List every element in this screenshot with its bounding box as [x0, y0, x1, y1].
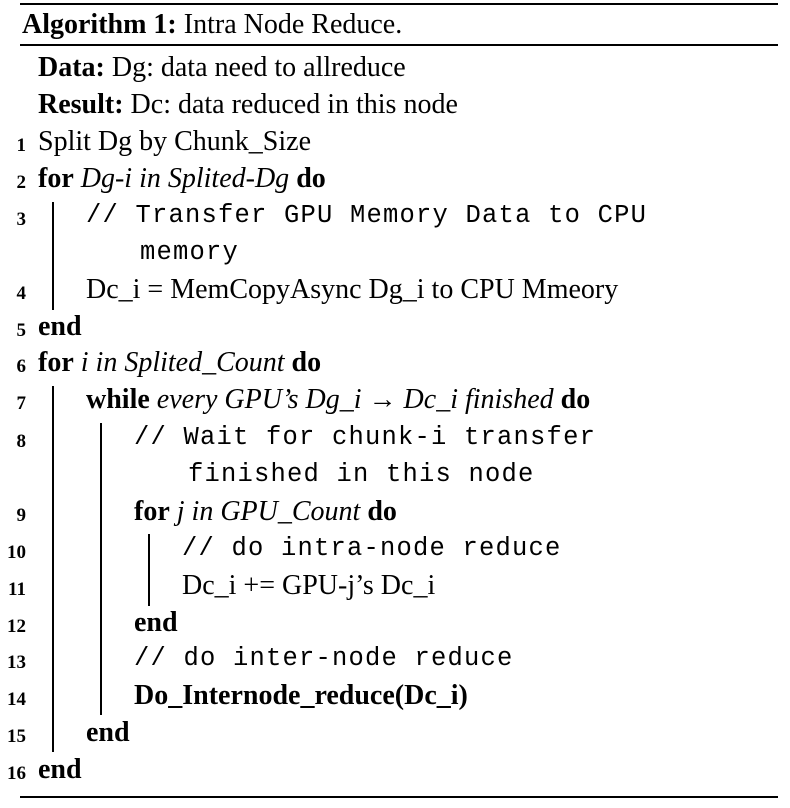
line-11: Dc_i += GPU-j’s Dc_i	[182, 569, 435, 603]
data-label: Data:	[38, 52, 105, 83]
keyword-end: end	[134, 607, 178, 638]
while-condition: every GPU’s Dg_i → Dc_i finished	[156, 384, 554, 415]
indent-bar-for-i	[52, 386, 54, 752]
line-9: for j in GPU_Count do	[134, 495, 397, 529]
top-rule	[20, 3, 778, 5]
line-6: for i in Splited_Count do	[38, 346, 321, 380]
line-number: 16	[7, 763, 26, 784]
indent-bar-for-j	[148, 534, 150, 606]
line-number: 13	[7, 652, 26, 673]
line-12: end	[134, 606, 178, 640]
line-number: 11	[8, 579, 26, 600]
result-text: Dc: data reduced in this node	[130, 89, 458, 120]
line-8-comment: // Wait for chunk-i transfer	[134, 423, 597, 452]
line-number: 5	[16, 320, 27, 341]
line-number: 6	[16, 356, 27, 377]
line-number: 7	[16, 393, 27, 414]
line-2: for Dg-i in Splited-Dg do	[38, 162, 326, 196]
caption-rule	[20, 44, 778, 46]
loop-condition: i in Splited_Count	[80, 347, 285, 378]
keyword-do: do	[560, 384, 591, 415]
line-number: 2	[16, 172, 27, 193]
loop-condition: Dg-i in Splited-Dg	[80, 163, 290, 194]
result-line: Result: Dc: data reduced in this node	[38, 88, 458, 122]
data-text: Dg: data need to allreduce	[111, 52, 406, 83]
algorithm-caption: Algorithm 1: Intra Node Reduce.	[22, 8, 402, 42]
algorithm-label: Algorithm 1:	[22, 9, 177, 40]
accumulate-statement: Dc_i += GPU-j’s Dc_i	[182, 570, 436, 601]
line-number: 12	[7, 616, 26, 637]
line-3-comment-cont: memory	[140, 238, 240, 267]
data-line: Data: Dg: data need to allreduce	[38, 51, 406, 85]
keyword-while: while	[86, 384, 150, 415]
bottom-rule	[20, 796, 778, 798]
line-3-comment: // Transfer GPU Memory Data to CPU	[86, 201, 648, 230]
line-number: 3	[16, 209, 27, 230]
line-number: 9	[16, 505, 27, 526]
indent-bar-for-dg	[52, 202, 54, 310]
line-5: end	[38, 310, 82, 344]
line-8-comment-cont: finished in this node	[188, 460, 535, 489]
line-10-comment: // do intra-node reduce	[182, 534, 562, 563]
internode-reduce-call: Do_Internode_reduce(Dc_i)	[134, 680, 468, 711]
line-4: Dc_i = MemCopyAsync Dg_i to CPU Mmeory	[86, 273, 618, 307]
line-14: Do_Internode_reduce(Dc_i)	[134, 679, 468, 713]
line-number: 4	[16, 283, 27, 304]
memcopy-statement: Dc_i = MemCopyAsync Dg_i to CPU Mmeory	[86, 274, 619, 305]
keyword-end: end	[38, 754, 82, 785]
line-number: 8	[16, 431, 27, 452]
keyword-do: do	[296, 163, 326, 194]
line-number: 14	[7, 689, 26, 710]
keyword-end: end	[38, 311, 82, 342]
keyword-for: for	[134, 496, 170, 527]
line-number: 1	[16, 135, 27, 156]
line-number: 15	[7, 726, 26, 747]
keyword-end: end	[86, 717, 130, 748]
split-statement: Split Dg by Chunk_Size	[38, 126, 312, 157]
result-label: Result:	[38, 89, 124, 120]
line-15: end	[86, 716, 130, 750]
keyword-for: for	[38, 347, 74, 378]
keyword-do: do	[291, 347, 322, 378]
indent-bar-while	[100, 423, 102, 715]
line-number: 10	[7, 542, 26, 563]
line-13-comment: // do inter-node reduce	[134, 644, 514, 673]
algorithm-title: Intra Node Reduce.	[183, 9, 403, 40]
loop-condition: j in GPU_Count	[176, 496, 361, 527]
line-16: end	[38, 753, 82, 787]
keyword-do: do	[367, 496, 397, 527]
line-7: while every GPU’s Dg_i → Dc_i finished d…	[86, 383, 590, 417]
keyword-for: for	[38, 163, 74, 194]
line-1: Split Dg by Chunk_Size	[38, 125, 311, 159]
